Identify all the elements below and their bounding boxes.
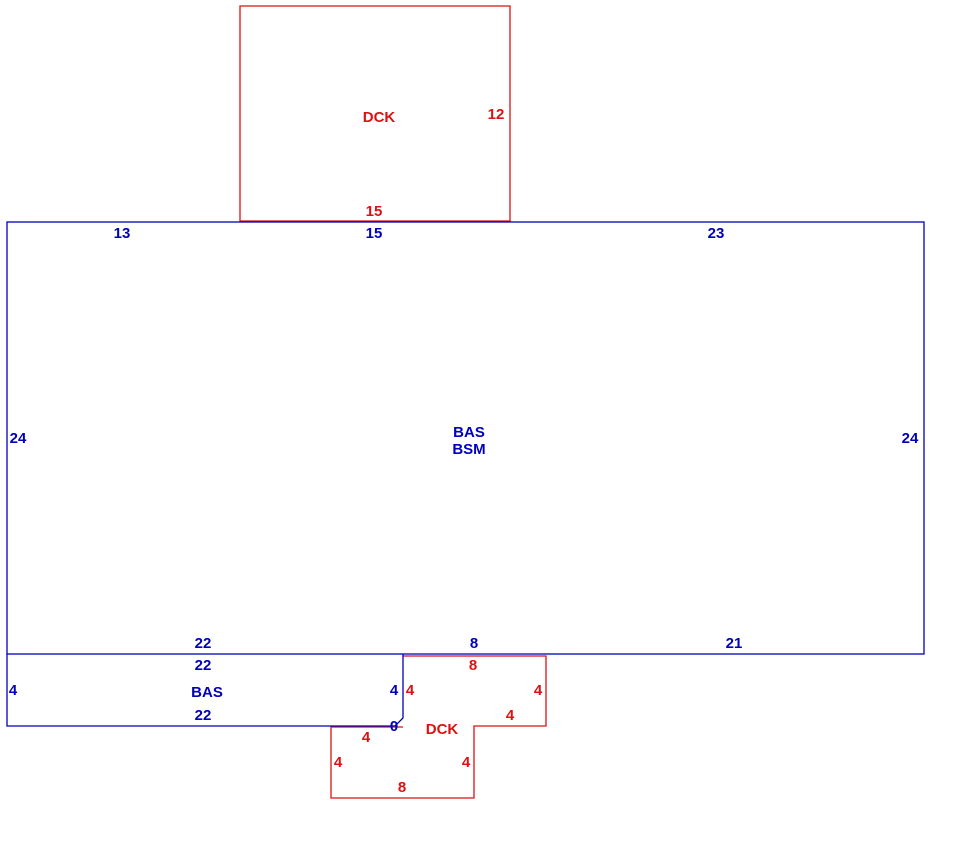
deck-lower-dim-bottom: 8 (398, 779, 406, 796)
deck-top-dim-bottom: 15 (366, 203, 383, 220)
deck-lower-dim-right-outer: 4 (534, 682, 543, 699)
bas-lower-code: BAS (191, 684, 223, 701)
deck-top-outline (239, 5, 511, 222)
main-dim-top-mid: 15 (366, 225, 383, 242)
bas-lower-dim-bottom: 22 (195, 707, 212, 724)
bas-lower-area: BAS 22 4 4 22 0 (6, 654, 404, 735)
deck-top-dim-right: 12 (488, 106, 505, 123)
main-dim-bottom-mid: 8 (470, 635, 478, 652)
deck-lower-dim-right-lower: 4 (462, 754, 471, 771)
deck-lower-dim-left-lower: 4 (334, 754, 343, 771)
main-dim-bottom-right: 21 (726, 635, 743, 652)
main-dim-right: 24 (902, 430, 919, 447)
deck-lower-outline (330, 655, 547, 799)
bas-lower-dim-top: 22 (195, 657, 212, 674)
deck-lower-area: DCK 8 4 4 4 4 4 4 8 (330, 655, 547, 799)
bas-lower-dim-left: 4 (9, 682, 18, 699)
deck-top-area: DCK 12 15 (239, 5, 511, 222)
main-code-bsm: BSM (452, 441, 485, 458)
main-area: BAS BSM 13 15 23 24 24 22 8 21 (6, 221, 925, 655)
main-dim-top-left: 13 (114, 225, 131, 242)
deck-top-code: DCK (363, 109, 396, 126)
deck-lower-dim-left-upper: 4 (406, 682, 415, 699)
main-dim-left: 24 (10, 430, 27, 447)
main-code-bas: BAS (453, 424, 485, 441)
deck-lower-code: DCK (426, 721, 459, 738)
main-outline (6, 221, 925, 655)
bas-lower-outline (6, 654, 404, 727)
deck-lower-dim-top: 8 (469, 657, 477, 674)
bas-lower-dim-corner: 0 (390, 718, 398, 735)
main-dim-bottom-left: 22 (195, 635, 212, 652)
main-dim-top-right: 23 (708, 225, 725, 242)
deck-lower-dim-step-left: 4 (362, 729, 371, 746)
deck-lower-dim-step-right: 4 (506, 707, 515, 724)
bas-lower-dim-right: 4 (390, 682, 399, 699)
